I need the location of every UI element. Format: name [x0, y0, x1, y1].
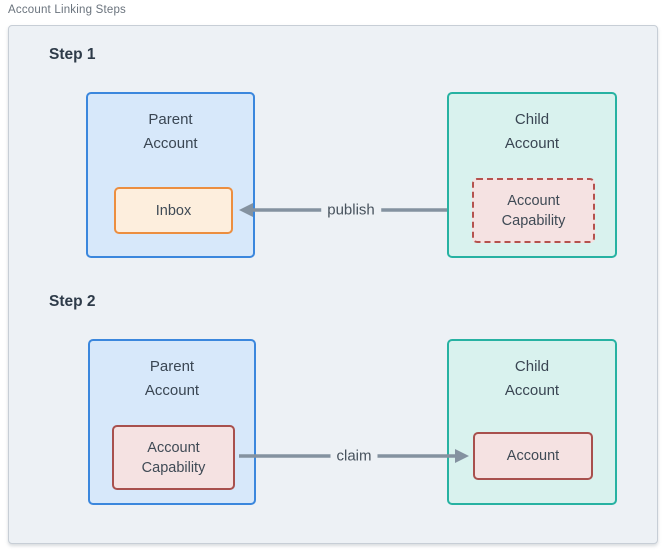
step2-child-account-title: Child Account — [504, 358, 560, 399]
publish-edge-label: publish — [321, 200, 381, 220]
step2-parent-account-title: Parent Account — [144, 358, 200, 399]
claim-edge-label: claim — [330, 446, 378, 466]
step1-inbox-node: Inbox — [114, 187, 233, 234]
step-1-heading: Step 1 — [49, 46, 96, 63]
step2-account-node: Account — [473, 432, 593, 480]
step2-account-capability-node: Account Capability — [112, 425, 235, 490]
diagram-title: Account Linking Steps — [8, 4, 126, 16]
step1-parent-account-title: Parent Account — [143, 111, 198, 152]
step2-parent-account-node: Parent Account Account Capability — [88, 339, 256, 505]
step1-child-account-title: Child Account — [504, 111, 560, 152]
step1-parent-account-node: Parent Account Inbox — [86, 92, 255, 258]
diagram-canvas: Step 1 Parent Account Inbox Child Accoun… — [8, 25, 658, 544]
step-2-heading: Step 2 — [49, 293, 96, 310]
step2-child-account-node: Child Account Account — [447, 339, 617, 505]
step1-child-account-node: Child Account Account Capability — [447, 92, 617, 258]
step1-account-capability-node: Account Capability — [472, 178, 595, 243]
